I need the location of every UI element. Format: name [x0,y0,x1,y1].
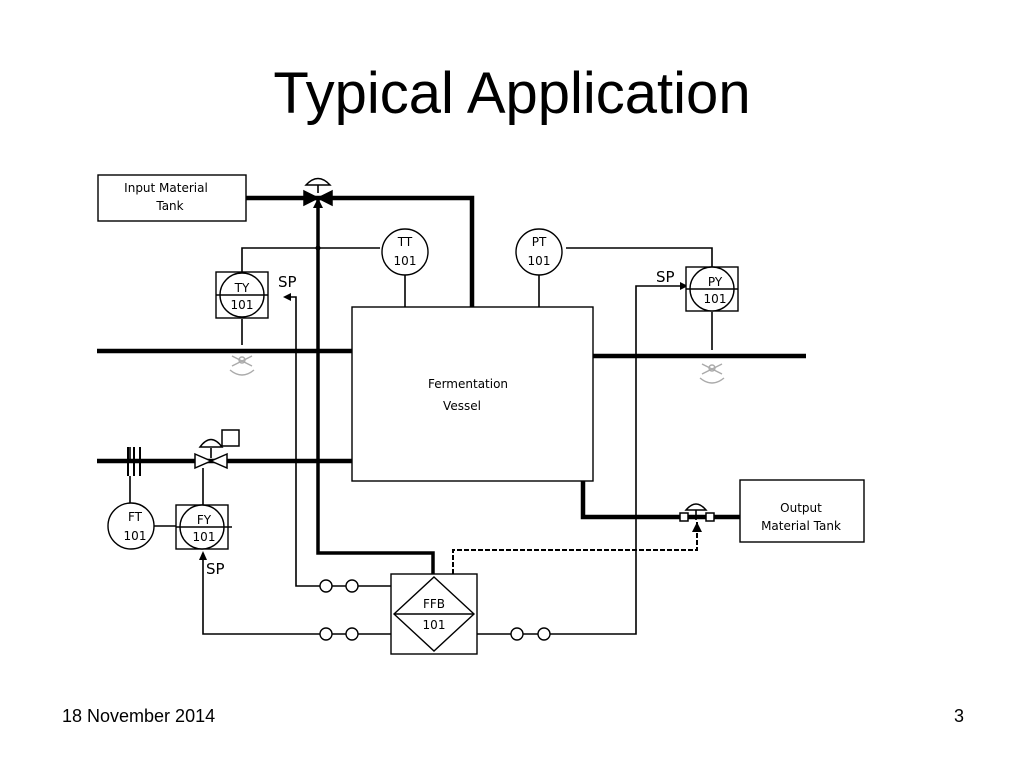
main-feed-valve [303,177,333,207]
output-tank: Output Material Tank [739,479,865,543]
orifice-plate [127,447,141,476]
pressure-transmitter: PT 101 [515,228,563,276]
input-tank-label-2: Tank [155,199,183,213]
link-py-a [510,627,524,641]
outlet-valve [679,503,715,522]
link-py-b [537,627,551,641]
link-fy-b [345,627,359,641]
fermentation-vessel: Fermentation Vessel [351,306,594,482]
sp-label-ty: SP [278,273,297,291]
arrow-into-py [680,282,688,290]
ft-tag: FT [128,510,143,524]
slide-title: Typical Application [273,61,751,126]
sp-label-py: SP [656,268,675,286]
temperature-controller: TY 101 [215,271,269,319]
tt-number: 101 [394,254,417,268]
junction-dot [315,245,321,251]
py-tag: PY [708,275,723,289]
link-fy-a [319,627,333,641]
signal-tt-to-ty [241,247,380,272]
ffb-number: 101 [423,618,446,632]
fy-number: 101 [193,530,216,544]
pressure-controller: PY 101 [685,266,739,312]
footer-date: 18 November 2014 [62,706,216,726]
pt-number: 101 [528,254,551,268]
temperature-loop-pipe [316,200,435,574]
flow-controller: FY 101 [175,504,232,550]
flow-transmitter: FT 101 [107,502,155,550]
link-ty-a [319,579,333,593]
vessel-label-2: Vessel [443,399,481,413]
ft-number: 101 [124,529,147,543]
signal-ffb-to-fy-sp [202,553,391,635]
fieldbus-links [319,579,551,641]
input-tank-label-1: Input Material [124,181,208,195]
vessel-label-1: Fermentation [428,377,508,391]
ffb-tag: FFB [423,597,445,611]
input-tank: Input Material Tank [97,174,247,222]
tt-tag: TT [397,235,413,249]
fy-tag: FY [197,513,212,527]
output-tank-label-2: Material Tank [761,519,841,533]
faded-valve-right [699,363,725,384]
process-flow-diagram: Input Material Tank Fermentation Vessel … [97,174,865,655]
page-number: 3 [953,706,964,726]
temperature-transmitter: TT 101 [381,228,429,276]
ty-number: 101 [231,298,254,312]
sp-label-fy: SP [206,560,225,578]
arrow-up-main-valve [313,198,323,208]
pipe-outlet [580,481,740,520]
ffb-function-block: FFB 101 [390,573,478,655]
signal-ffb-to-py-sp [477,285,686,635]
link-ty-b [345,579,359,593]
flow-control-valve [194,429,240,470]
signal-pt-to-py [566,247,713,267]
signal-ffb-to-outlet-dashed [452,522,698,574]
signal-arrows [199,198,702,560]
output-tank-label-1: Output [780,501,822,515]
faded-valve-left [229,355,255,376]
py-number: 101 [704,292,727,306]
arrow-into-fy [199,551,207,560]
arrow-up-outlet-valve [692,522,702,532]
ty-tag: TY [234,281,250,295]
arrow-into-ty [283,293,291,301]
pt-tag: PT [532,235,547,249]
